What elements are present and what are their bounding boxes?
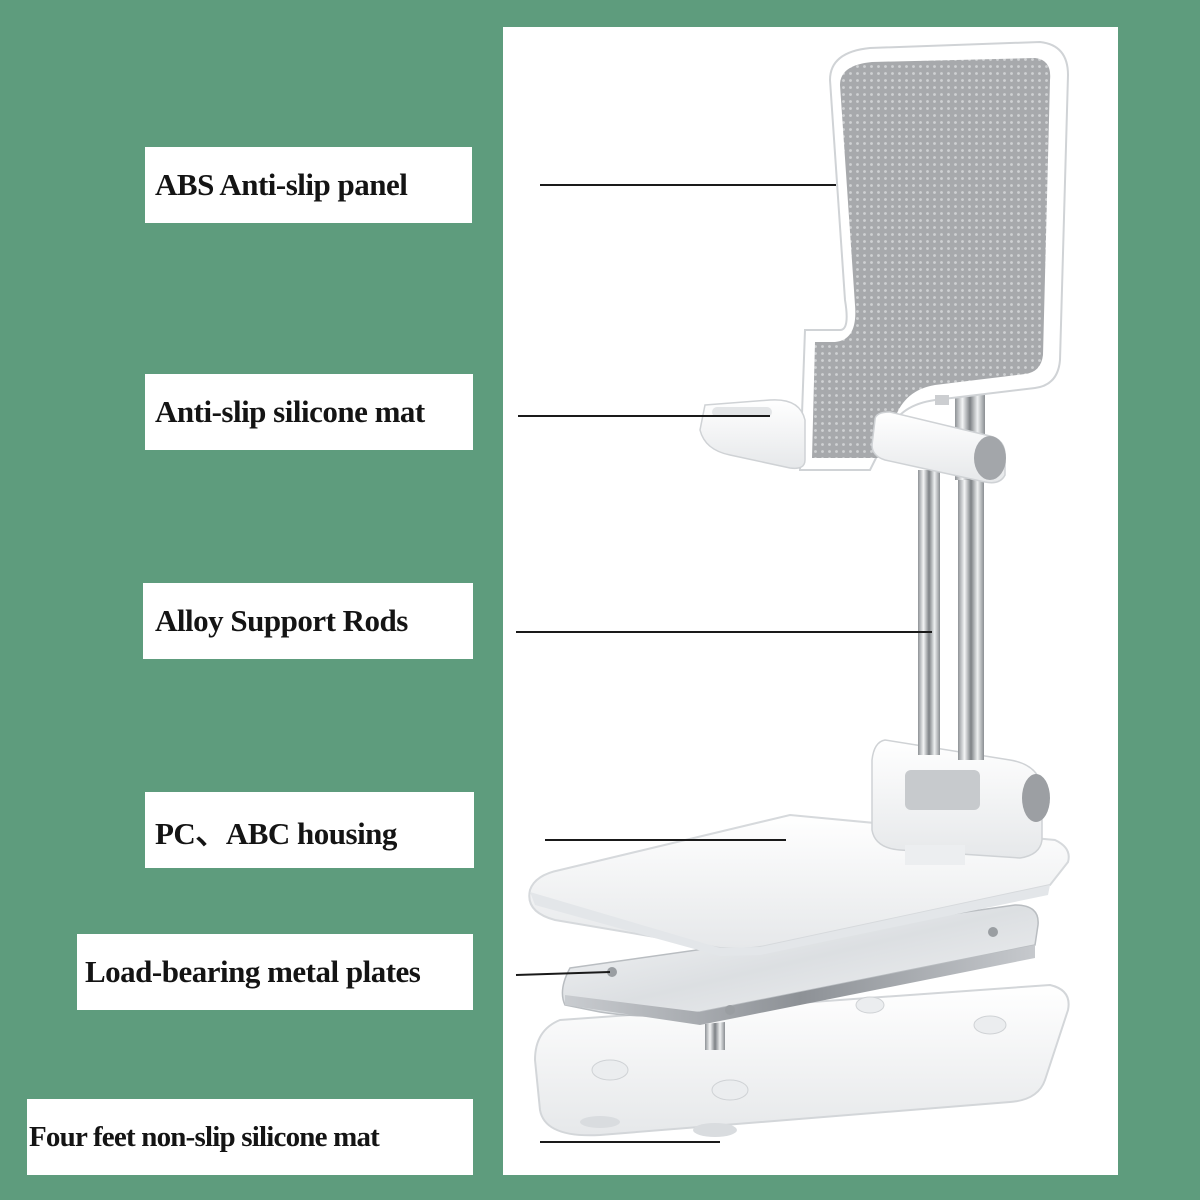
label-four-feet-non-slip-silicone-mat: Four feet non-slip silicone mat	[27, 1099, 473, 1175]
label-text: PC、ABC housing	[155, 815, 397, 851]
label-anti-slip-silicone-mat: Anti-slip silicone mat	[145, 374, 473, 450]
label-text: Four feet non-slip silicone mat	[29, 1120, 380, 1153]
base-tray	[533, 983, 1070, 1137]
label-pc-abc-housing: PC、ABC housing	[145, 792, 474, 868]
label-text: Load-bearing metal plates	[85, 954, 421, 989]
label-text: ABS Anti-slip panel	[155, 167, 408, 202]
metal-plate	[561, 904, 1039, 1050]
label-text: Alloy Support Rods	[155, 603, 408, 638]
label-abs-anti-slip-panel: ABS Anti-slip panel	[145, 147, 472, 223]
label-text: Anti-slip silicone mat	[155, 394, 425, 429]
leader-metal-plates	[515, 971, 611, 976]
holder-panel	[798, 40, 1070, 471]
label-alloy-support-rods: Alloy Support Rods	[143, 583, 473, 659]
label-load-bearing-metal-plates: Load-bearing metal plates	[77, 934, 473, 1010]
base-hinge	[871, 739, 1050, 865]
